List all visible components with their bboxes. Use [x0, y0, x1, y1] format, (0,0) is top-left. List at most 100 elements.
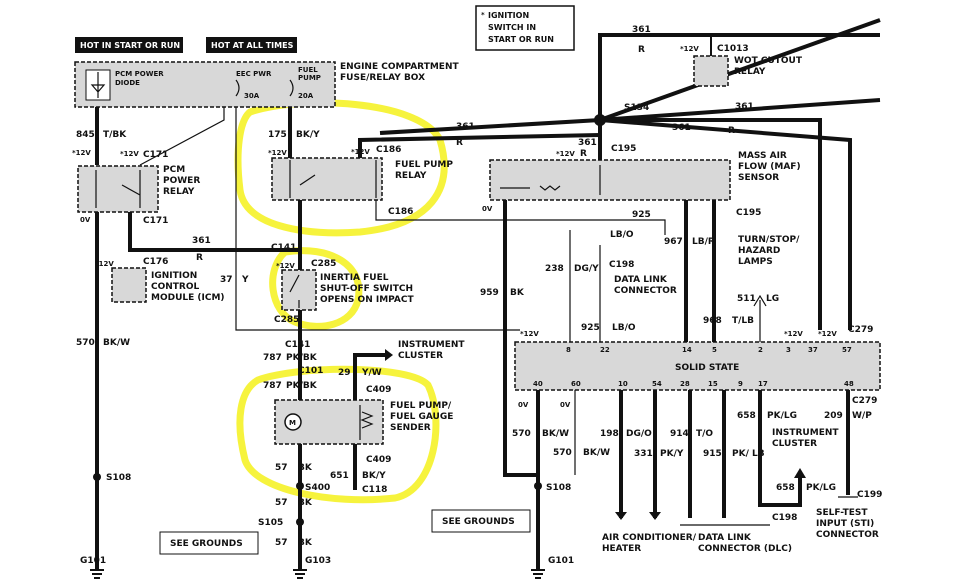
ss-voltage-2: *12V — [784, 330, 803, 338]
fp-relay-v1: *12V — [268, 149, 287, 157]
pin-top-57: 57 — [842, 346, 852, 354]
turn-stop-label1: TURN/STOP/ — [738, 235, 800, 245]
wire-37 — [235, 107, 520, 331]
eec-pwr-label: EEC PWR — [236, 70, 272, 78]
wire-57-num-c: 57 — [275, 538, 288, 548]
icm-label3: MODULE (ICM) — [151, 293, 225, 303]
ignition-note-line3: START OR RUN — [488, 35, 554, 44]
fuse-icon — [235, 79, 294, 97]
motor-icon — [284, 413, 302, 431]
inertia-label3: OPENS ON IMPACT — [320, 295, 415, 305]
wire-925-num-b: 925 — [581, 323, 600, 333]
connector-c118: C118 — [362, 485, 387, 495]
highlight-fuel-sender — [236, 365, 440, 504]
wire-361-label-c: 361 — [632, 25, 651, 35]
wire-238-num: 238 — [545, 264, 564, 274]
wire-845-num: 845 — [76, 130, 95, 140]
wire-787-color-a: PK/BK — [286, 353, 318, 363]
pin-top-37: 37 — [808, 346, 818, 354]
wire-787-num-a: 787 — [263, 353, 282, 363]
maf-voltage: *12V — [556, 150, 575, 158]
self-test-label2: INPUT (STI) — [816, 519, 874, 529]
wire-57-color-a: BK — [298, 463, 313, 473]
ground-icon-g101 — [90, 569, 104, 579]
splice-s105-label: S105 — [258, 518, 283, 528]
instrument-top-label2: CLUSTER — [398, 351, 443, 361]
pin-17: 17 — [758, 380, 768, 388]
wot-label1: WOT CUTOUT — [734, 56, 803, 66]
pin-top-14: 14 — [682, 346, 692, 354]
turn-stop-label3: LAMPS — [738, 257, 773, 267]
pcm-relay-label1: PCM — [163, 165, 185, 175]
connector-c171-b: C171 — [143, 216, 168, 226]
wire-361-r-f: R — [196, 253, 203, 263]
wire-361-top — [379, 118, 601, 135]
wire-198-color: DG/O — [626, 429, 652, 439]
wire-511 — [753, 294, 767, 345]
arrow-icon — [385, 349, 393, 361]
self-test-label3: CONNECTOR — [816, 530, 879, 540]
wire-570c-color: BK/W — [583, 448, 610, 458]
wire-570-num: 570 — [76, 338, 95, 348]
instrument-right-label1: INSTRUMENT — [772, 428, 839, 438]
wire-570c-num: 570 — [553, 448, 572, 458]
wire-570b-color: BK/W — [542, 429, 569, 439]
wire-361-r-a: R — [456, 138, 463, 148]
self-test-label1: SELF-TEST — [816, 508, 868, 518]
pin-15: 15 — [708, 380, 718, 388]
sender-label1: FUEL PUMP/ — [390, 401, 452, 411]
ignition-note-box — [475, 5, 575, 51]
wire-361-relay — [358, 133, 601, 158]
wire-331-num: 331 — [634, 449, 653, 459]
wire-914-num: 914 — [670, 429, 689, 439]
pcm-relay-v2: *12V — [120, 150, 139, 158]
inertia-voltage: *12V — [276, 262, 295, 270]
connector-c199: C199 — [857, 490, 882, 500]
connector-c141-a: C141 — [271, 243, 296, 253]
connector-c171-a: C171 — [143, 150, 168, 160]
fuse-20a: 20A — [298, 92, 314, 100]
fp-relay-v2: *12V — [351, 148, 370, 156]
pin-60: 60 — [571, 380, 581, 388]
splice-s108-b-label: S108 — [546, 483, 571, 493]
connector-c176: C176 — [143, 257, 168, 267]
wire-925-tp — [375, 200, 500, 221]
wire-570b-num: 570 — [512, 429, 531, 439]
ground-g103: G103 — [305, 556, 331, 566]
ground-icon-g101-b — [531, 569, 545, 579]
wire-915-color: PK/ LB — [732, 449, 765, 459]
wire-361-right — [599, 98, 881, 122]
wot-cutout-relay — [693, 55, 729, 87]
wire-29 — [353, 353, 385, 400]
wot-voltage: *12V — [680, 45, 699, 53]
dlc-label2: CONNECTOR (DLC) — [698, 544, 792, 554]
ground-g101-a: G101 — [80, 556, 106, 566]
see-grounds-2: SEE GROUNDS — [442, 517, 515, 527]
wire-361-solid — [600, 118, 822, 330]
connector-c279-a: C279 — [848, 325, 873, 335]
ground-g101-b: G101 — [548, 556, 574, 566]
pcm-power-diode-label1: PCM POWER — [115, 70, 164, 78]
wire-845-color: T/BK — [103, 130, 127, 140]
inertia-label1: INERTIA FUEL — [320, 273, 389, 283]
fuse-30a: 30A — [244, 92, 260, 100]
wire-959-num: 959 — [480, 288, 499, 298]
splice-s108-a — [93, 473, 101, 481]
pin-40: 40 — [533, 380, 543, 388]
wire-925-color-b: LB/O — [612, 323, 636, 333]
see-grounds-box-1 — [159, 531, 259, 555]
wire-914-color: T/O — [696, 429, 713, 439]
fuel-pump-fuse-label2: PUMP — [298, 74, 321, 82]
solid-state-module — [514, 341, 881, 391]
wire-925-lower — [569, 230, 601, 345]
data-link-label1: DATA LINK — [614, 275, 668, 285]
ss-voltage-1: *12V — [520, 330, 539, 338]
maf-sensor — [489, 159, 731, 201]
diode-icon — [90, 72, 106, 98]
ss-0v-1: 0V — [518, 401, 529, 409]
ground-icon-g103 — [293, 569, 307, 579]
wire-361-icm — [128, 212, 300, 252]
pcm-relay-label3: RELAY — [163, 187, 195, 197]
arrow-up-icon — [794, 468, 806, 478]
